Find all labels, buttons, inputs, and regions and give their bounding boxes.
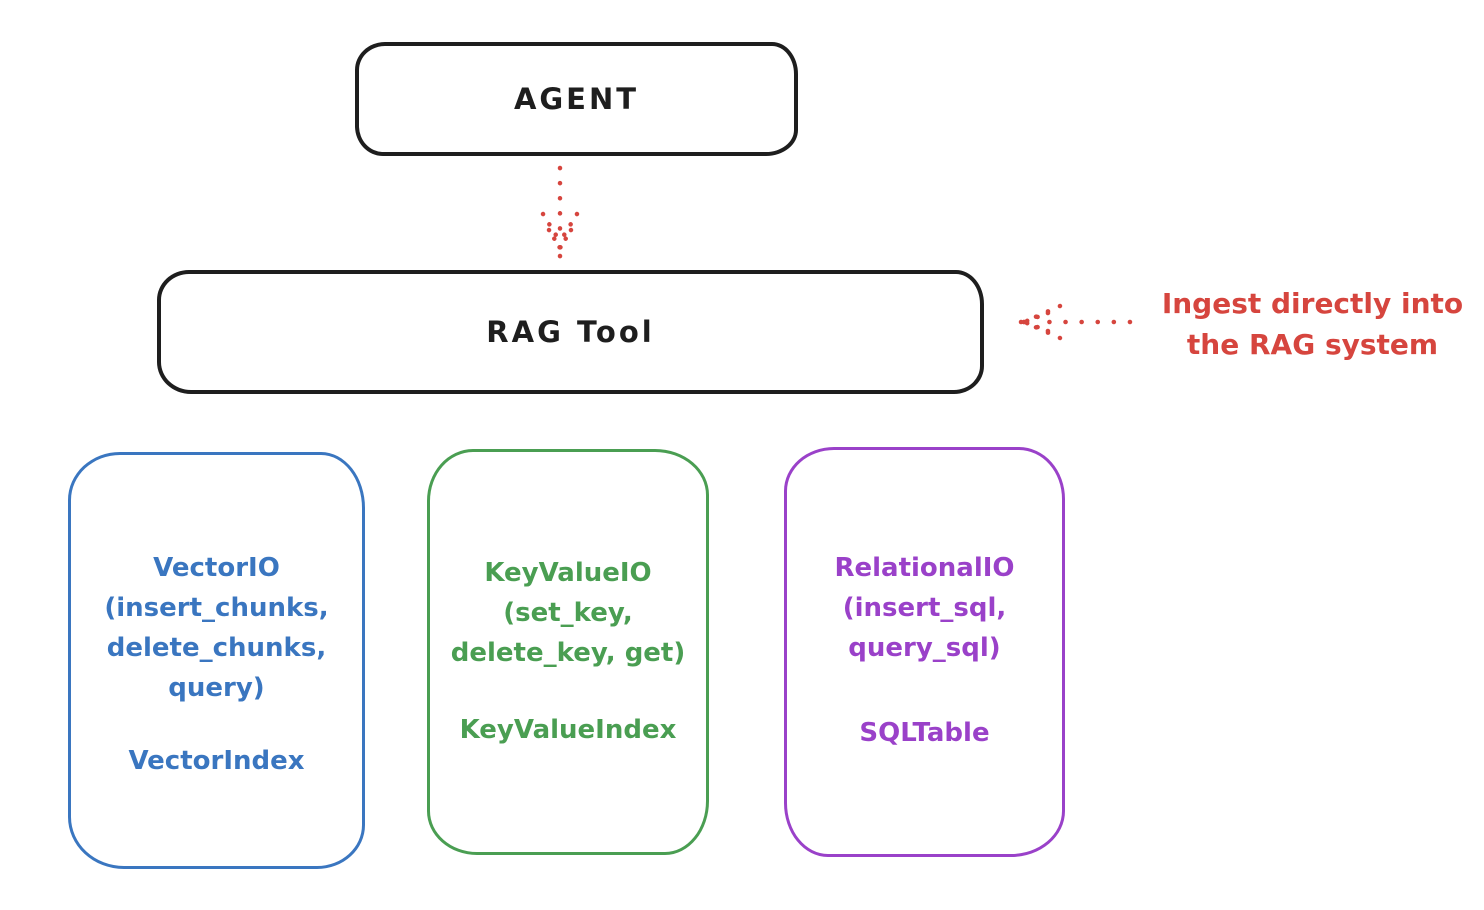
vector-index-label: VectorIndex: [128, 746, 305, 776]
vector-io-line: query): [168, 673, 265, 703]
relational-io-line: query_sql): [848, 633, 1001, 663]
vector-io-node: VectorIO (insert_chunks, delete_chunks, …: [68, 452, 365, 869]
relational-io-node: RelationalIO (insert_sql, query_sql) SQL…: [784, 447, 1065, 857]
agent-node: AGENT: [355, 42, 798, 156]
ingest-annotation-line2: the RAG system: [1186, 328, 1439, 361]
vector-io-line: VectorIO: [153, 553, 280, 583]
ingest-annotation-line1: Ingest directly into: [1161, 287, 1464, 320]
keyvalue-io-node: KeyValueIO (set_key, delete_key, get) Ke…: [427, 449, 709, 855]
keyvalue-io-line: (set_key,: [503, 598, 633, 628]
vector-io-line: delete_chunks,: [106, 633, 327, 663]
rag-tool-label: RAG Tool: [486, 315, 655, 349]
agent-to-rag-arrow-icon: [540, 165, 580, 259]
keyvalue-io-line: KeyValueIO: [484, 558, 652, 588]
rag-tool-node: RAG Tool: [157, 270, 984, 394]
keyvalue-io-line: delete_key, get): [450, 638, 686, 668]
sql-table-label: SQLTable: [859, 718, 990, 748]
ingest-annotation: Ingest directly into the RAG system: [1150, 283, 1475, 365]
relational-io-line: (insert_sql,: [842, 593, 1007, 623]
relational-io-line: RelationalIO: [834, 553, 1015, 583]
keyvalue-index-label: KeyValueIndex: [459, 715, 677, 745]
agent-label: AGENT: [513, 82, 640, 116]
annotation-to-rag-arrow-icon: [1018, 303, 1133, 341]
vector-io-line: (insert_chunks,: [104, 593, 329, 623]
